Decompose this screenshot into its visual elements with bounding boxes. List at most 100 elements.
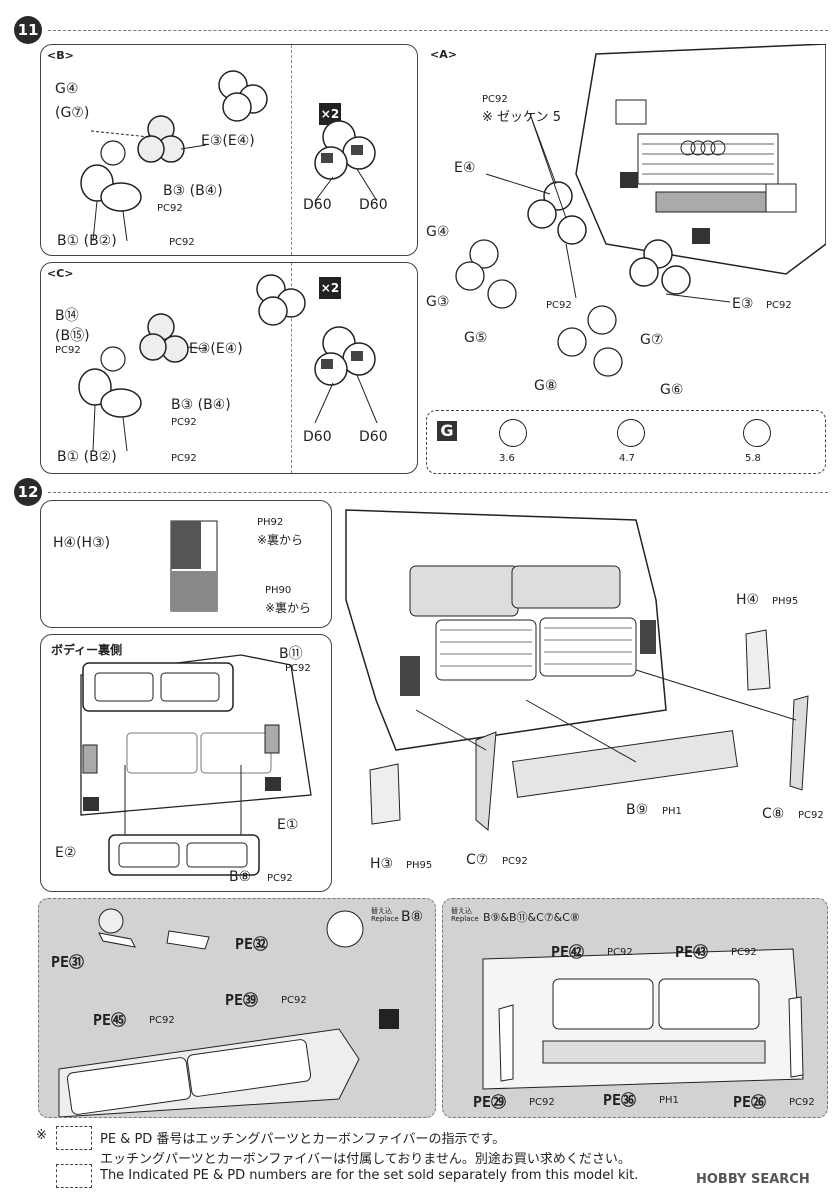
paint-code: PC92 (285, 663, 311, 674)
pe-label: PE㉛ (51, 953, 85, 971)
replace-tag: 替え込 Replace (451, 907, 479, 923)
panel-divider (291, 45, 293, 255)
legend-letter: G (437, 421, 457, 441)
paint-code: PH1 (659, 1095, 679, 1106)
paint-code: PC92 (766, 300, 792, 311)
part-label: B⑪ (279, 646, 303, 662)
paint-code: PC92 (789, 1097, 815, 1108)
pe-parts-diagram (58, 908, 399, 1117)
paint-code: PC92 (157, 203, 183, 214)
lamp-assembly-diagram (80, 70, 378, 242)
note-text: ※ ゼッケン 5 (482, 110, 562, 125)
part-label: C⑦ (466, 852, 489, 868)
lens-size: 3.6 (499, 453, 515, 464)
panel-tag: <A> (430, 48, 457, 61)
pe-panel-left: 替え込 Replace B⑧ PE㉛ PE㉜ PE㊴ PC92 PE㊺ PC92 (38, 898, 436, 1118)
paint-code: PC92 (482, 94, 508, 105)
pe-panel-right: 替え込 Replace B⑨&B⑪&C⑦&C⑧ PE㊷ PC92 PE㊸ PC9… (442, 898, 828, 1118)
step-divider (48, 492, 828, 493)
paint-code: PC92 (149, 1015, 175, 1026)
part-label: B③ (B④) (163, 183, 223, 199)
g-lens-legend: G 3.6 4.7 5.8 (426, 410, 826, 474)
paint-code: PC92 (546, 300, 572, 311)
lens-icon (617, 419, 645, 447)
part-label: H④(H③) (53, 535, 111, 551)
step-12-number: 12 (14, 478, 42, 506)
rear-view-diagram-area: H④ PH95 B⑨ PH1 C⑧ PC92 H③ PH95 C⑦ PC92 (336, 500, 826, 892)
paint-code: PH92 (257, 517, 284, 528)
paint-code: PH1 (662, 806, 682, 817)
panel-c: <C> ×2 B⑭ (B⑮) PC92 E③(E④) B③ (B④) PC92 … (40, 262, 418, 474)
part-label: B① (B②) (57, 449, 117, 465)
tail-lens-diagram (170, 520, 218, 612)
footer-dashbox (56, 1126, 92, 1150)
body-underside-diagram (80, 654, 312, 876)
panel-title: ボディー裏側 (51, 643, 123, 657)
paint-code: PC92 (171, 453, 197, 464)
replace-part: B⑧ (401, 909, 424, 925)
part-label: G③ (426, 294, 450, 310)
part-label: (G⑦) (55, 105, 90, 121)
part-label: E③(E④) (201, 133, 255, 149)
paint-code: PH95 (406, 860, 433, 871)
paint-code: PC92 (798, 810, 824, 821)
lamp-assembly-diagram (78, 274, 378, 452)
part-label: H③ (370, 856, 394, 872)
part-label: G⑧ (534, 378, 558, 394)
part-label: H④ (736, 592, 760, 608)
pe-label: PE㉜ (235, 935, 269, 953)
step-11-number: 11 (14, 16, 42, 44)
part-label: G⑤ (464, 330, 488, 346)
paint-code: PC92 (267, 873, 293, 884)
decal-label: D60 (359, 197, 388, 213)
part-label: (B⑮) (55, 328, 90, 344)
lens-size: 5.8 (745, 453, 761, 464)
pe-label: PE㊷ (551, 943, 585, 961)
part-label: B① (B②) (57, 233, 117, 249)
h-lens-panel: H④(H③) PH92 ※裏から PH90 ※裏から (40, 500, 332, 628)
decal-label: D60 (303, 429, 332, 445)
decal-label: D60 (359, 429, 388, 445)
part-label: E① (277, 817, 299, 833)
paint-code: PC92 (171, 417, 197, 428)
replace-parts: B⑨&B⑪&C⑦&C⑧ (483, 911, 580, 924)
paint-code: PC92 (55, 345, 81, 356)
paint-code: PC92 (502, 856, 528, 867)
pe-label: PE㊺ (93, 1011, 127, 1029)
part-label: G④ (426, 224, 450, 240)
paint-code: PC92 (529, 1097, 555, 1108)
pe-rear-diagram (482, 948, 804, 1090)
paint-code: PH95 (772, 596, 799, 607)
footer-dashbox (56, 1164, 92, 1188)
part-label: E③(E④) (189, 341, 243, 357)
note-text: ※裏から (265, 601, 312, 615)
footer-line-1: PE & PD 番号はエッチングパーツとカーボンファイバーの指示です。 (100, 1132, 506, 1147)
footer-mark: ※ (36, 1128, 47, 1143)
quantity-badge: ×2 (319, 103, 341, 125)
lens-icon (499, 419, 527, 447)
note-text: ※裏から (257, 533, 304, 547)
paint-code: PH90 (265, 585, 292, 596)
paint-code: PC92 (281, 995, 307, 1006)
car-front-diagram (455, 44, 826, 377)
footer-line-3: The Indicated PE & PD numbers are for th… (100, 1168, 639, 1183)
part-label: E④ (454, 160, 476, 176)
replace-tag: 替え込 Replace (371, 907, 399, 923)
part-label: G⑥ (660, 382, 684, 398)
part-label: B⑨ (626, 802, 649, 818)
car-rear-diagram (345, 509, 809, 832)
paint-code: PC92 (731, 947, 757, 958)
part-label: C⑧ (762, 806, 785, 822)
part-label: E② (55, 845, 77, 861)
panel-b: <B> ×2 G④ (G⑦) E③(E④) B③ (B④) PC92 B① (B… (40, 44, 418, 256)
panel-divider (291, 263, 293, 473)
pe-label: PE㊴ (225, 991, 259, 1009)
part-label: E③ (732, 296, 754, 312)
pe-label: PE㉙ (473, 1093, 507, 1111)
paint-code: PC92 (169, 237, 195, 248)
part-label: G⑦ (640, 332, 664, 348)
part-label: B⑧ (229, 869, 252, 885)
pe-label: PE㊱ (603, 1091, 637, 1109)
brand-logo: HOBBY SEARCH (696, 1172, 810, 1187)
footer-line-2: エッチングパーツとカーボンファイバーは付属しておりません。別途お買い求めください… (100, 1152, 631, 1167)
